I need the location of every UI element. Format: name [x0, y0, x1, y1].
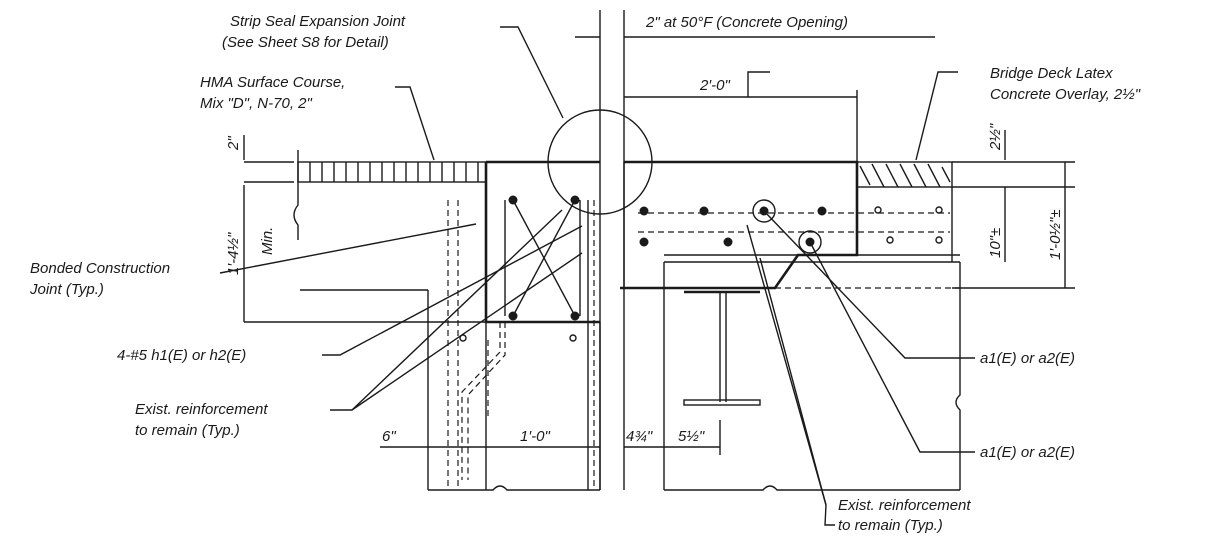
a1-upper-label: a1(E) or a2(E)	[980, 350, 1075, 367]
dim-1ft4half-label: 1′-4½"	[225, 232, 242, 275]
opening-label: 2" at 50°F (Concrete Opening)	[645, 14, 848, 31]
new-concrete-right	[620, 160, 859, 290]
joint-gap	[547, 10, 653, 490]
dim-5half-label: 5½"	[678, 428, 705, 445]
dim-6-label: 6"	[382, 428, 396, 445]
dim-1ft0half-label: 1′-0½"±	[1047, 209, 1064, 260]
hma-surface-course	[297, 161, 487, 183]
new-concrete-block-left	[484, 160, 600, 324]
deck-rebar-right	[639, 199, 827, 254]
min-label: Min.	[259, 227, 276, 255]
overlay-label-1: Bridge Deck Latex	[990, 65, 1113, 82]
existing-abutment-right	[663, 262, 961, 491]
bonded-label-1: Bonded Construction	[30, 260, 170, 277]
bonded-label-2: Joint (Typ.)	[29, 281, 104, 298]
bars-label: 4-#5 h1(E) or h2(E)	[117, 347, 246, 364]
latex-overlay	[856, 161, 953, 262]
dim-2half-label: 2½"	[987, 123, 1004, 151]
dim-10-label: 10"±	[987, 228, 1004, 258]
exist-left-label-1: Exist. reinforcement	[135, 401, 268, 418]
exist-right-label-1: Exist. reinforcement	[838, 497, 971, 514]
a1-lower-label: a1(E) or a2(E)	[980, 444, 1075, 461]
exist-right-label-2: to remain (Typ.)	[838, 517, 943, 534]
dimension-lines	[243, 36, 1075, 455]
dim-4-3-4-label: 4¾"	[626, 428, 653, 445]
steel-girder	[683, 290, 761, 406]
strip-seal-label-2: (See Sheet S8 for Detail)	[222, 34, 389, 51]
hma-label-2: Mix "D", N-70, 2"	[200, 95, 313, 112]
annotations: Strip Seal Expansion Joint (See Sheet S8…	[29, 13, 1141, 534]
dim-2ft-label: 2′-0"	[699, 77, 730, 94]
exist-left-label-2: to remain (Typ.)	[135, 422, 240, 439]
dim-2in-label: 2"	[225, 136, 242, 151]
hma-label-1: HMA Surface Course,	[200, 74, 345, 91]
break-line-left	[293, 150, 299, 240]
overlay-label-2: Concrete Overlay, 2½"	[990, 86, 1141, 103]
strip-seal-label-1: Strip Seal Expansion Joint	[230, 13, 406, 30]
dim-1ft0-label: 1′-0"	[520, 428, 550, 445]
rebar-h1-h2-group	[459, 195, 580, 342]
leader-lines	[219, 26, 975, 526]
